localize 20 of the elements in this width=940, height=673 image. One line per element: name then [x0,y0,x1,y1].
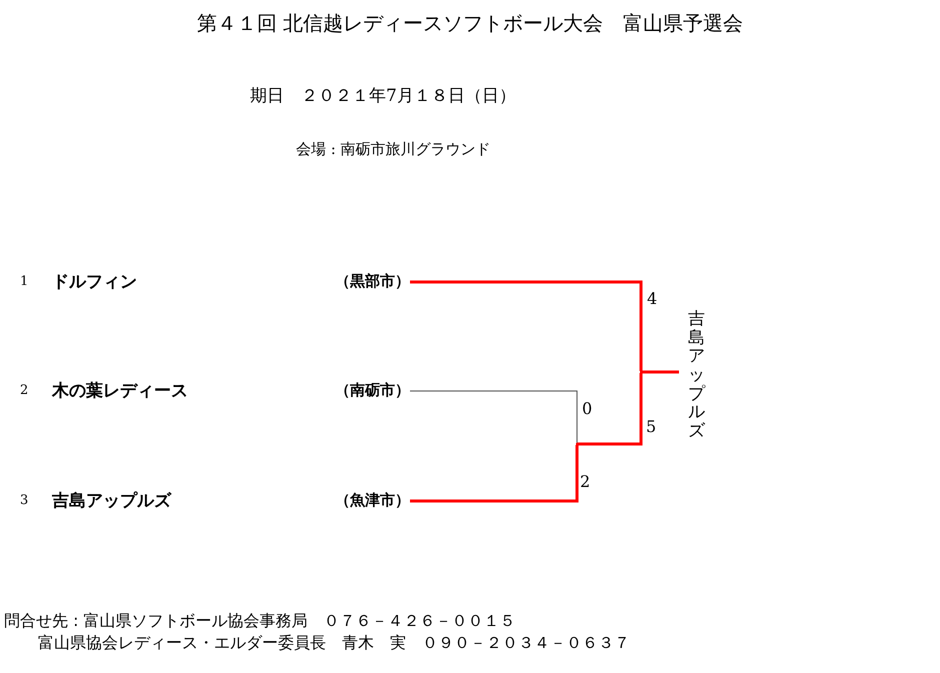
seed-number: 3 [20,493,28,508]
contact-text: 富山県協会レディース・エルダー委員長 青木 実 ０９０－２０３４－０６３７ [38,633,630,654]
team-name: 木の葉レディース [52,380,188,402]
bracket-line [410,390,578,444]
bracket-line [641,370,679,374]
city-name: （黒部市） [335,272,410,291]
seed-number: 1 [20,274,28,289]
winner-name: 吉島アップルズ [688,310,705,441]
team-name: ドルフィン [52,271,137,293]
bracket-line [410,445,578,502]
bracket-line [577,373,642,446]
team-name: 吉島アップルズ [52,490,171,512]
venue-text: 会場 : 南砺市旅川グラウンド [296,140,491,159]
title: 第４１回 北信越レディースソフトボール大会 富山県予選会 [196,10,744,37]
date-text: 期日 ２０２１年7月１８日（日） [250,85,516,107]
bracket-line [410,280,642,371]
contact-text: 問合せ先 : 富山県ソフトボール協会事務局 ０７６－４２６－００１５ [4,611,516,632]
city-name: （魚津市） [335,491,410,510]
seed-number: 2 [20,383,28,398]
city-name: （南砺市） [335,381,410,400]
